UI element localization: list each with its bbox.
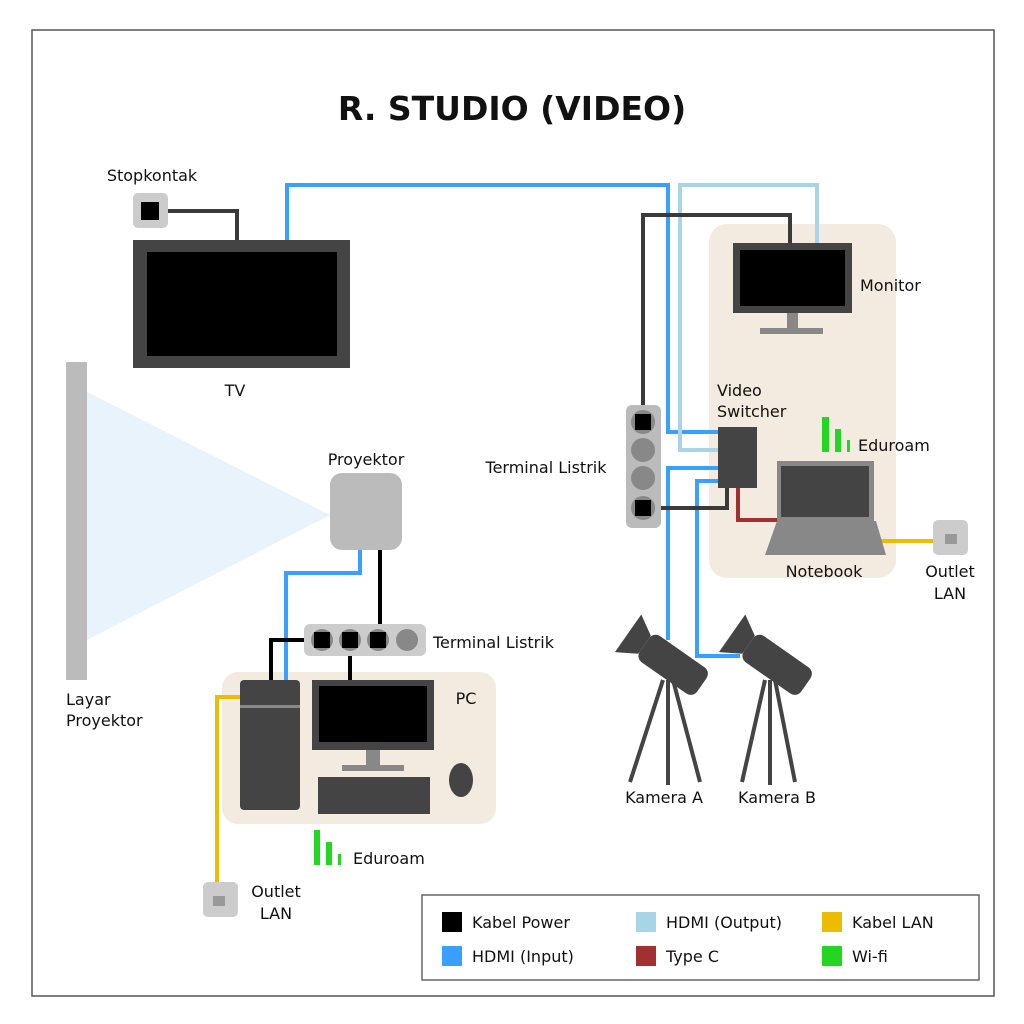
tv-hdmi-cable — [285, 183, 718, 434]
legend-swatch — [636, 912, 656, 932]
pc-monitor — [312, 680, 434, 771]
legend-swatch — [636, 946, 656, 966]
pc-label: PC — [456, 689, 477, 708]
legend-label: Kabel LAN — [852, 913, 934, 932]
camera-a — [614, 614, 708, 785]
terminal-listrik-left — [304, 624, 426, 656]
projector-screen — [66, 362, 87, 680]
terminal-left-label: Terminal Listrik — [432, 633, 555, 652]
projection-beam — [87, 392, 330, 640]
terminal-right-label: Terminal Listrik — [485, 458, 608, 477]
legend: Kabel Power HDMI (Output) Kabel LAN HDMI (I… — [421, 894, 980, 981]
eduroam-notebook-label: Eduroam — [858, 436, 930, 455]
tv-power-cable — [150, 209, 239, 241]
legend-label: HDMI (Output) — [666, 913, 782, 932]
screen-label-line2: Proyektor — [66, 711, 143, 730]
legend-swatch — [822, 912, 842, 932]
notebook-label: Notebook — [786, 562, 864, 581]
keyboard — [318, 777, 430, 814]
projector — [330, 473, 402, 550]
switcher-power-cable — [643, 488, 729, 510]
stopkontak-label: Stopkontak — [107, 166, 198, 185]
monitor-power-cable — [641, 213, 792, 420]
legend-swatch — [442, 946, 462, 966]
camera-a-hdmi-cable — [666, 466, 718, 640]
pc-lan-cable — [215, 695, 240, 900]
video-switcher — [718, 427, 757, 488]
typec-cable — [736, 488, 780, 522]
projector-label: Proyektor — [328, 450, 405, 469]
legend-label: Type C — [665, 947, 719, 966]
tv-label: TV — [224, 381, 246, 400]
legend-label: Wi-fi — [852, 947, 888, 966]
outlet-right-label-2: LAN — [934, 584, 966, 603]
outlet-lan-right — [933, 520, 968, 555]
screen-label-line1: Layar — [66, 690, 111, 709]
outlet-left-label-1: Outlet — [251, 882, 301, 901]
tv — [133, 240, 350, 368]
legend-swatch — [442, 912, 462, 932]
notebook — [765, 461, 886, 555]
stopkontak — [133, 193, 168, 228]
camera-b-hdmi-cable — [695, 479, 740, 658]
outlet-right-label-1: Outlet — [925, 562, 975, 581]
wifi-icon — [822, 417, 850, 452]
mouse — [449, 763, 473, 797]
outlet-left-label-2: LAN — [260, 904, 292, 923]
switcher-label-2: Switcher — [717, 402, 787, 421]
camera-a-label: Kamera A — [625, 788, 703, 807]
monitor — [733, 243, 852, 334]
projector-hdmi-cable — [284, 550, 362, 680]
legend-label: HDMI (Input) — [472, 947, 574, 966]
eduroam-pc-label: Eduroam — [353, 849, 425, 868]
outlet-lan-left — [203, 882, 238, 917]
legend-label: Kabel Power — [472, 913, 570, 932]
legend-swatch — [822, 946, 842, 966]
camera-b-label: Kamera B — [738, 788, 816, 807]
page-title: R. STUDIO (VIDEO) — [338, 89, 686, 128]
switcher-label-1: Video — [717, 381, 762, 400]
monitor-hdmi-output-cable — [678, 183, 819, 452]
pc-tower — [240, 680, 300, 810]
wifi-icon — [314, 830, 341, 865]
terminal-listrik-right — [626, 405, 661, 528]
monitor-label: Monitor — [860, 276, 921, 295]
camera-b — [718, 614, 812, 785]
